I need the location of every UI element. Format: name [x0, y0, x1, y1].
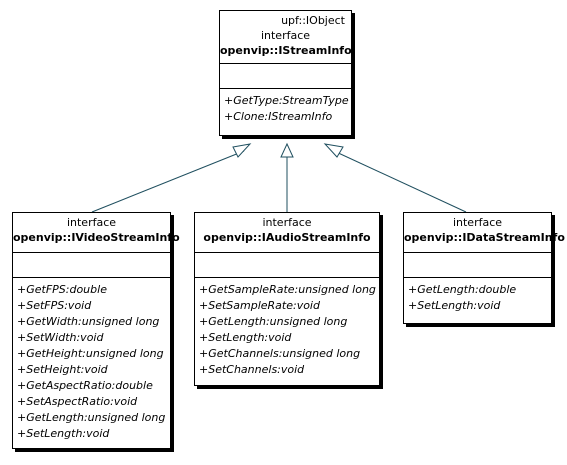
operation: +SetAspectRatio:void: [17, 395, 138, 408]
data-inherits-line: [333, 150, 467, 213]
operation: +GetFPS:double: [17, 283, 107, 296]
operation: +GetChannels:unsigned long: [199, 347, 361, 360]
stereotype-label: interface: [262, 216, 312, 229]
attributes-compartment: [404, 252, 551, 277]
operation: +SetLength:void: [408, 299, 501, 312]
operation: +Clone:IStreamInfo: [224, 110, 333, 123]
operation: +GetWidth:unsigned long: [17, 315, 160, 328]
class-name: openvip::IDataStreamInfo: [404, 231, 565, 244]
video-generalization-arrow: [232, 143, 252, 158]
operation: +GetLength:unsigned long: [199, 315, 348, 328]
class-name: openvip::IVideoStreamInfo: [13, 231, 180, 244]
idatastreaminfo-class-box[interactable]: interface openvip::IDataStreamInfo +GetL…: [403, 212, 565, 325]
attributes-compartment: [13, 252, 170, 277]
operation: +GetHeight:unsigned long: [17, 347, 164, 360]
operation: +GetType:StreamType: [224, 94, 349, 107]
operations-compartment: +GetType:StreamType +Clone:IStreamInfo: [220, 88, 351, 137]
operation: +SetHeight:void: [17, 363, 108, 376]
audio-generalization-arrow: [280, 142, 294, 158]
class-name: openvip::IAudioStreamInfo: [203, 231, 371, 244]
operation: +SetLength:void: [199, 331, 292, 344]
stereotype-label: interface: [260, 29, 311, 42]
operation: +SetWidth:void: [17, 331, 104, 344]
operation: +GetAspectRatio:double: [17, 379, 153, 392]
attributes-compartment: [220, 63, 351, 88]
operation: +SetSampleRate:void: [199, 299, 320, 312]
operation: +SetChannels:void: [199, 363, 305, 376]
operation: +GetLength:unsigned long: [17, 411, 166, 424]
operations-compartment: +GetFPS:double +SetFPS:void +GetWidth:un…: [13, 277, 170, 450]
attributes-compartment: [195, 252, 379, 277]
operation: +GetSampleRate:unsigned long: [199, 283, 376, 296]
stereotype-label: interface: [452, 216, 503, 229]
operation: +GetLength:double: [408, 283, 517, 296]
stereotype-label: interface: [66, 216, 117, 229]
data-generalization-arrow: [323, 143, 344, 158]
ivideostreaminfo-class-box[interactable]: interface openvip::IVideoStreamInfo +Get…: [12, 212, 180, 450]
operations-compartment: +GetLength:double +SetLength:void: [404, 277, 551, 325]
istreaminfo-class-box[interactable]: upf::IObject interface openvip::IStreamI…: [219, 10, 352, 136]
operations-compartment: +GetSampleRate:unsigned long +SetSampleR…: [195, 277, 379, 387]
video-inherits-line: [91, 150, 245, 213]
operation: +SetFPS:void: [17, 299, 92, 312]
parent-interface-label: upf::IObject: [281, 14, 345, 27]
class-name: openvip::IStreamInfo: [220, 44, 352, 57]
iaudiostreaminfo-class-box[interactable]: interface openvip::IAudioStreamInfo +Get…: [194, 212, 380, 386]
operation: +SetLength:void: [17, 427, 110, 440]
